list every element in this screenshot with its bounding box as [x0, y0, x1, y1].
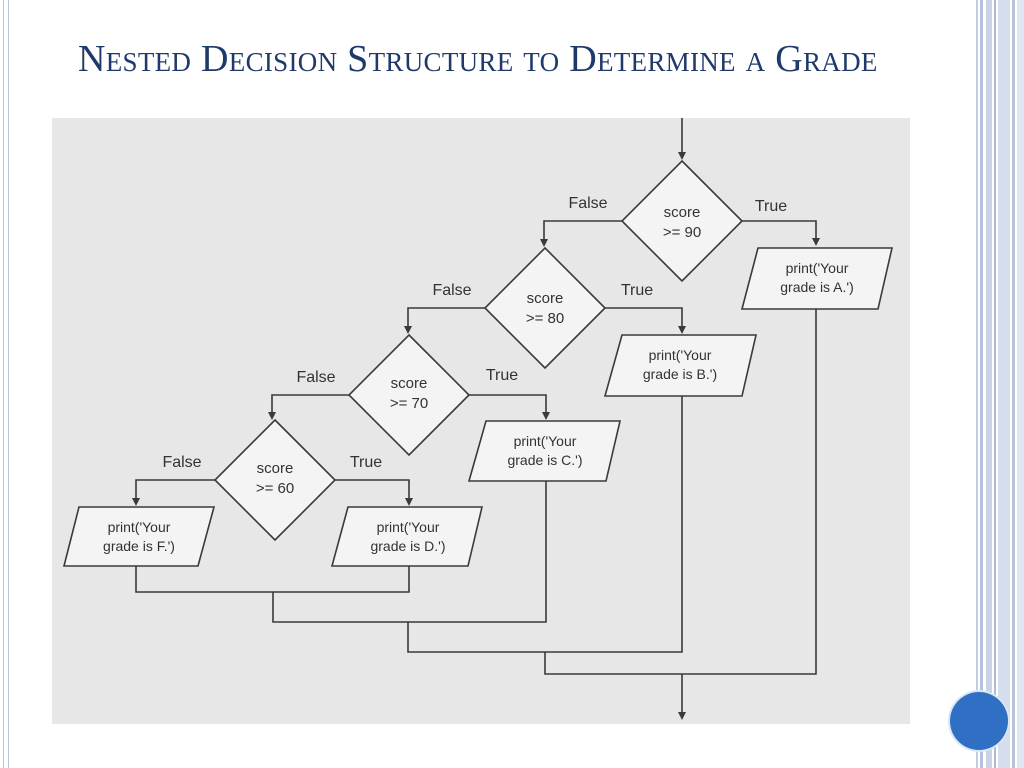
- decision-text-3a: score: [391, 375, 428, 392]
- output-text-d1: print('Your: [377, 519, 440, 535]
- decision-text-4b: >= 60: [256, 480, 294, 497]
- output-parallelogram-a: [740, 247, 894, 310]
- branch-label-true-4: True: [350, 454, 382, 471]
- slide-nav-button[interactable]: [950, 692, 1008, 750]
- connector-lines: [132, 118, 820, 720]
- decision-diamond-score-70: [347, 333, 471, 457]
- output-text-b2: grade is B.'): [643, 366, 717, 382]
- output-parallelogram-d: [330, 506, 484, 567]
- flowchart-diagram: score >= 90 score >= 80 score >= 70 scor…: [62, 118, 894, 720]
- decision-text-4a: score: [257, 460, 294, 477]
- output-parallelogram-b: [603, 334, 758, 397]
- branch-label-false-2: False: [432, 282, 471, 299]
- output-text-c1: print('Your: [514, 433, 577, 449]
- decision-diamond-score-80: [483, 246, 607, 370]
- output-text-a2: grade is A.'): [780, 279, 854, 295]
- right-edge-decoration: [976, 0, 1024, 768]
- output-text-f2: grade is F.'): [103, 538, 175, 554]
- decision-text-2a: score: [527, 290, 564, 307]
- left-edge-decoration: [0, 0, 12, 768]
- branch-label-false-1: False: [568, 195, 607, 212]
- branch-label-false-4: False: [162, 454, 201, 471]
- branch-label-true-2: True: [621, 282, 653, 299]
- output-text-a1: print('Your: [786, 260, 849, 276]
- decision-text-1a: score: [664, 204, 701, 221]
- branch-label-true-1: True: [755, 198, 787, 215]
- output-text-b1: print('Your: [649, 347, 712, 363]
- decision-text-1b: >= 90: [663, 224, 701, 241]
- decision-diamond-score-60: [213, 418, 337, 542]
- branch-label-true-3: True: [486, 367, 518, 384]
- decision-diamond-score-90: [620, 159, 744, 283]
- output-parallelogram-f: [62, 506, 216, 567]
- output-parallelogram-c: [467, 420, 622, 482]
- slide-title: Nested Decision Structure to Determine a…: [78, 38, 878, 80]
- decision-text-3b: >= 70: [390, 395, 428, 412]
- branch-label-false-3: False: [296, 369, 335, 386]
- output-text-d2: grade is D.'): [370, 538, 445, 554]
- decision-text-2b: >= 80: [526, 310, 564, 327]
- output-text-c2: grade is C.'): [507, 452, 582, 468]
- flowchart-panel: score >= 90 score >= 80 score >= 70 scor…: [52, 118, 910, 724]
- output-text-f1: print('Your: [108, 519, 171, 535]
